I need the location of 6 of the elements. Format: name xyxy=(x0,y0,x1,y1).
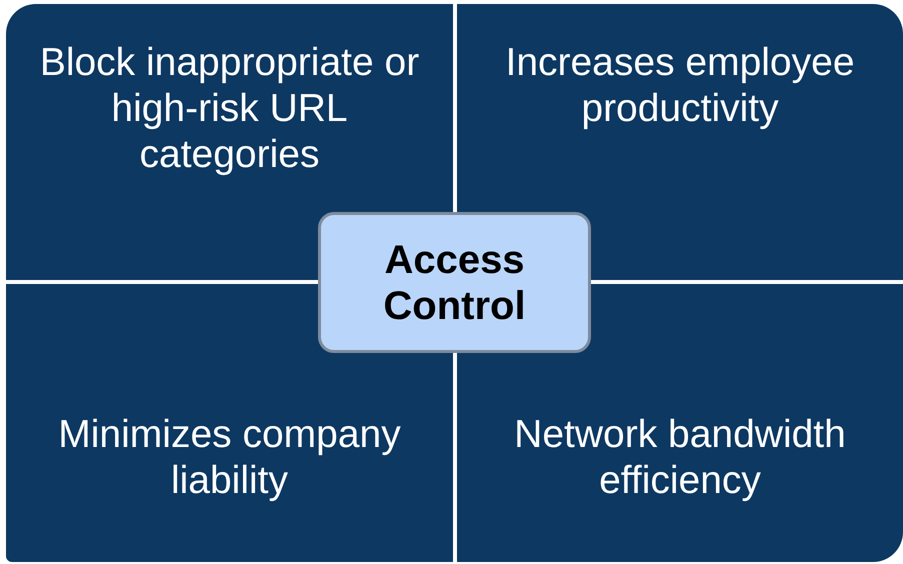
center-title: Access Control xyxy=(382,236,527,328)
quadrant-text: Block inappropriate or high-risk URL categories xyxy=(38,40,420,178)
center-box xyxy=(318,212,591,353)
quadrant-text: Minimizes company liability xyxy=(57,412,402,504)
quadrant-text: Increases employee productivity xyxy=(504,40,856,132)
quadrant-text: Network bandwidth efficiency xyxy=(513,412,847,504)
